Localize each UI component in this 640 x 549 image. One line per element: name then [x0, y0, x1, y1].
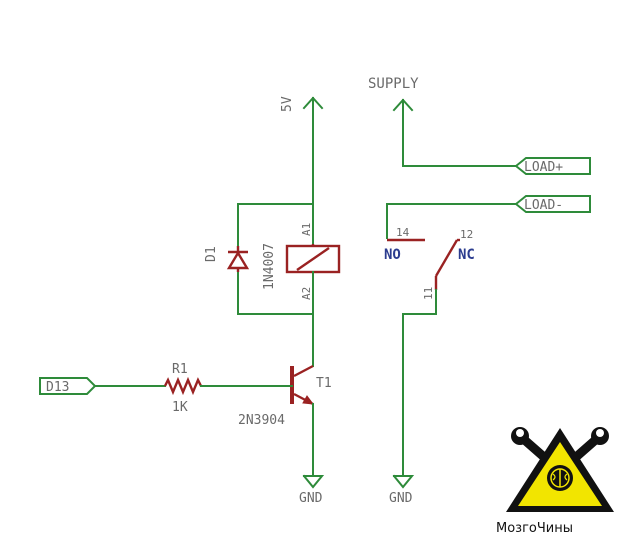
load-plus-tag: [514, 157, 591, 175]
brand-logo: МозгоЧины: [496, 427, 614, 536]
diode-branch: D1 1N4007: [204, 203, 314, 315]
switch-no-label: NO: [384, 247, 401, 263]
d13-input: D13: [39, 377, 166, 395]
coil-pin-a2: A2: [300, 287, 313, 300]
load-minus-net: LOAD-: [386, 195, 591, 239]
resistor-r1: R1 1K: [163, 362, 293, 415]
transistor-value-label: 2N3904: [238, 413, 285, 428]
relay-switch-symbol: 14 12 NO NC 11: [384, 226, 475, 300]
vcc-label: 5V: [280, 96, 295, 112]
relay-coil-slash: [296, 247, 330, 271]
coil-pin-a1: A1: [300, 223, 313, 236]
transistor-emitter-arrow-icon: [302, 395, 315, 405]
gnd-right-label: GND: [389, 491, 413, 506]
transistor-collector: [293, 364, 314, 378]
relay-coil-symbol: A1 A2: [285, 223, 341, 300]
diode-ref-label: D1: [204, 246, 219, 262]
gnd-right-symbol-icon: [392, 474, 415, 489]
resistor-ref-label: R1: [172, 362, 188, 377]
diode-value-label: 1N4007: [262, 243, 277, 290]
diode-d1-symbol: [226, 246, 250, 272]
supply-net: SUPPLY LOAD+: [368, 76, 591, 175]
diode-bottom-wire: [237, 267, 314, 315]
load-minus-tag: [514, 195, 591, 213]
load-minus-label: LOAD-: [524, 198, 563, 213]
brand-name: МозгоЧины: [496, 521, 573, 536]
load-plus-label: LOAD+: [524, 160, 563, 175]
switch-pin-com: 11: [422, 287, 435, 300]
transistor-ref-label: T1: [316, 376, 332, 391]
gnd-left-symbol-icon: [302, 474, 325, 489]
diode-top-wire: [237, 203, 314, 247]
d13-port-tag: [39, 377, 97, 395]
vcc-arrow-icon: [302, 96, 324, 110]
brain-icon: [547, 465, 573, 491]
gnd-right-net: GND: [389, 289, 437, 506]
gnd-left-label: GND: [299, 491, 323, 506]
vcc-net: 5V: [280, 96, 324, 245]
switch-nc-label: NC: [458, 247, 475, 263]
resistor-zigzag-icon: [163, 376, 203, 396]
switch-pin-nc: 12: [460, 228, 473, 241]
switch-pin-no: 14: [396, 226, 410, 239]
switch-lever: [434, 239, 459, 277]
load-minus-wire: [386, 203, 517, 239]
supply-wire: [402, 99, 517, 167]
com-gnd-wire: [402, 289, 437, 477]
gnd-left-net: GND: [299, 403, 325, 506]
transistor-t1-symbol: T1 2N3904: [238, 364, 332, 428]
diode-triangle-icon: [226, 250, 250, 270]
resistor-value-label: 1K: [172, 400, 188, 415]
supply-label: SUPPLY: [368, 76, 419, 92]
d13-label: D13: [46, 380, 69, 395]
